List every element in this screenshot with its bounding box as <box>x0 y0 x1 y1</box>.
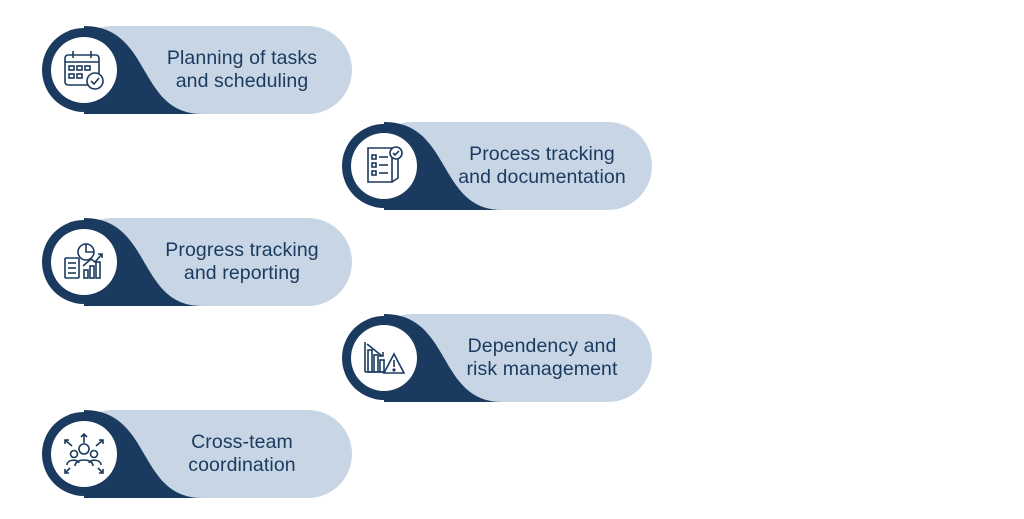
icon-badge <box>42 412 126 496</box>
declining-chart-warning-icon <box>364 342 406 374</box>
calendar-check-icon <box>64 51 104 90</box>
icon-badge <box>42 220 126 304</box>
checklist-document-icon <box>367 146 403 183</box>
icon-badge <box>342 124 426 208</box>
icon-badge <box>42 28 126 112</box>
report-chart-icon <box>64 243 103 279</box>
icon-badge <box>342 316 426 400</box>
team-network-icon <box>64 432 104 474</box>
